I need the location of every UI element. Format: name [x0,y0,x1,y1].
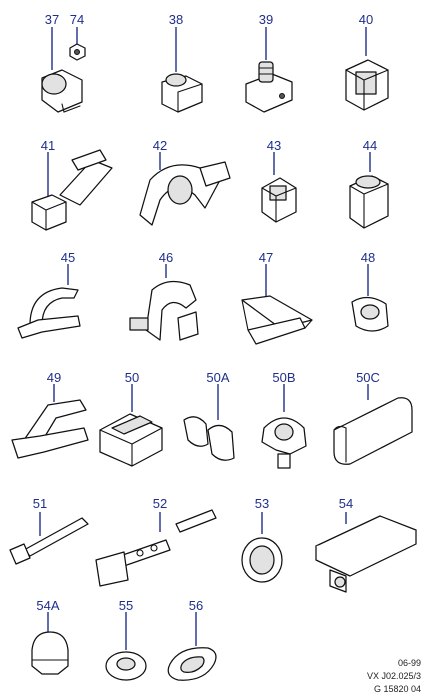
part-43: 43 [261,138,297,223]
callout-45: 45 [61,250,75,265]
part-55: 55 [105,598,147,681]
part-54A: 54A [31,598,69,675]
part-74: 74 [69,12,86,61]
callout-48: 48 [361,250,375,265]
part-49: 49 [11,370,89,459]
part-50B: 50B [261,370,307,469]
reference-date: 06-99 [397,658,421,668]
callout-74: 74 [70,12,84,27]
callout-47: 47 [259,250,273,265]
callout-42: 42 [153,138,167,153]
callout-50A: 50A [206,370,229,385]
callout-39: 39 [259,12,273,27]
callout-40: 40 [359,12,373,27]
callout-50C: 50C [356,370,380,385]
callout-52: 52 [153,496,167,511]
part-53: 53 [241,496,283,583]
part-46: 46 [129,250,199,341]
part-41: 41 [31,138,113,231]
callout-38: 38 [169,12,183,27]
callout-50B: 50B [272,370,295,385]
part-38: 38 [161,12,203,113]
reference-code: VX J02.025/3 [366,671,421,681]
callout-46: 46 [159,250,173,265]
part-50A: 50A [183,370,235,461]
callout-41: 41 [41,138,55,153]
part-56: 56 [167,598,217,681]
part-48: 48 [351,250,389,332]
part-40: 40 [345,12,389,111]
callout-49: 49 [47,370,61,385]
part-44: 44 [349,138,389,229]
part-52: 52 [95,496,217,587]
part-50: 50 [99,370,163,467]
callout-56: 56 [189,598,203,613]
reference-figure: G 15820 04 [373,684,421,694]
part-37: 37 [41,12,83,113]
callout-44: 44 [363,138,377,153]
part-47: 47 [241,250,313,345]
callout-50: 50 [125,370,139,385]
part-45: 45 [17,250,81,339]
callout-43: 43 [267,138,281,153]
part-39: 39 [245,12,293,113]
part-50C: 50C [333,370,413,465]
callout-53: 53 [255,496,269,511]
callout-54: 54 [339,496,353,511]
callout-51: 51 [33,496,47,511]
part-42: 42 [139,138,231,226]
part-51: 51 [9,496,89,565]
callout-37: 37 [45,12,59,27]
callout-55: 55 [119,598,133,613]
part-54: 54 [315,496,417,593]
callout-54A: 54A [36,598,59,613]
